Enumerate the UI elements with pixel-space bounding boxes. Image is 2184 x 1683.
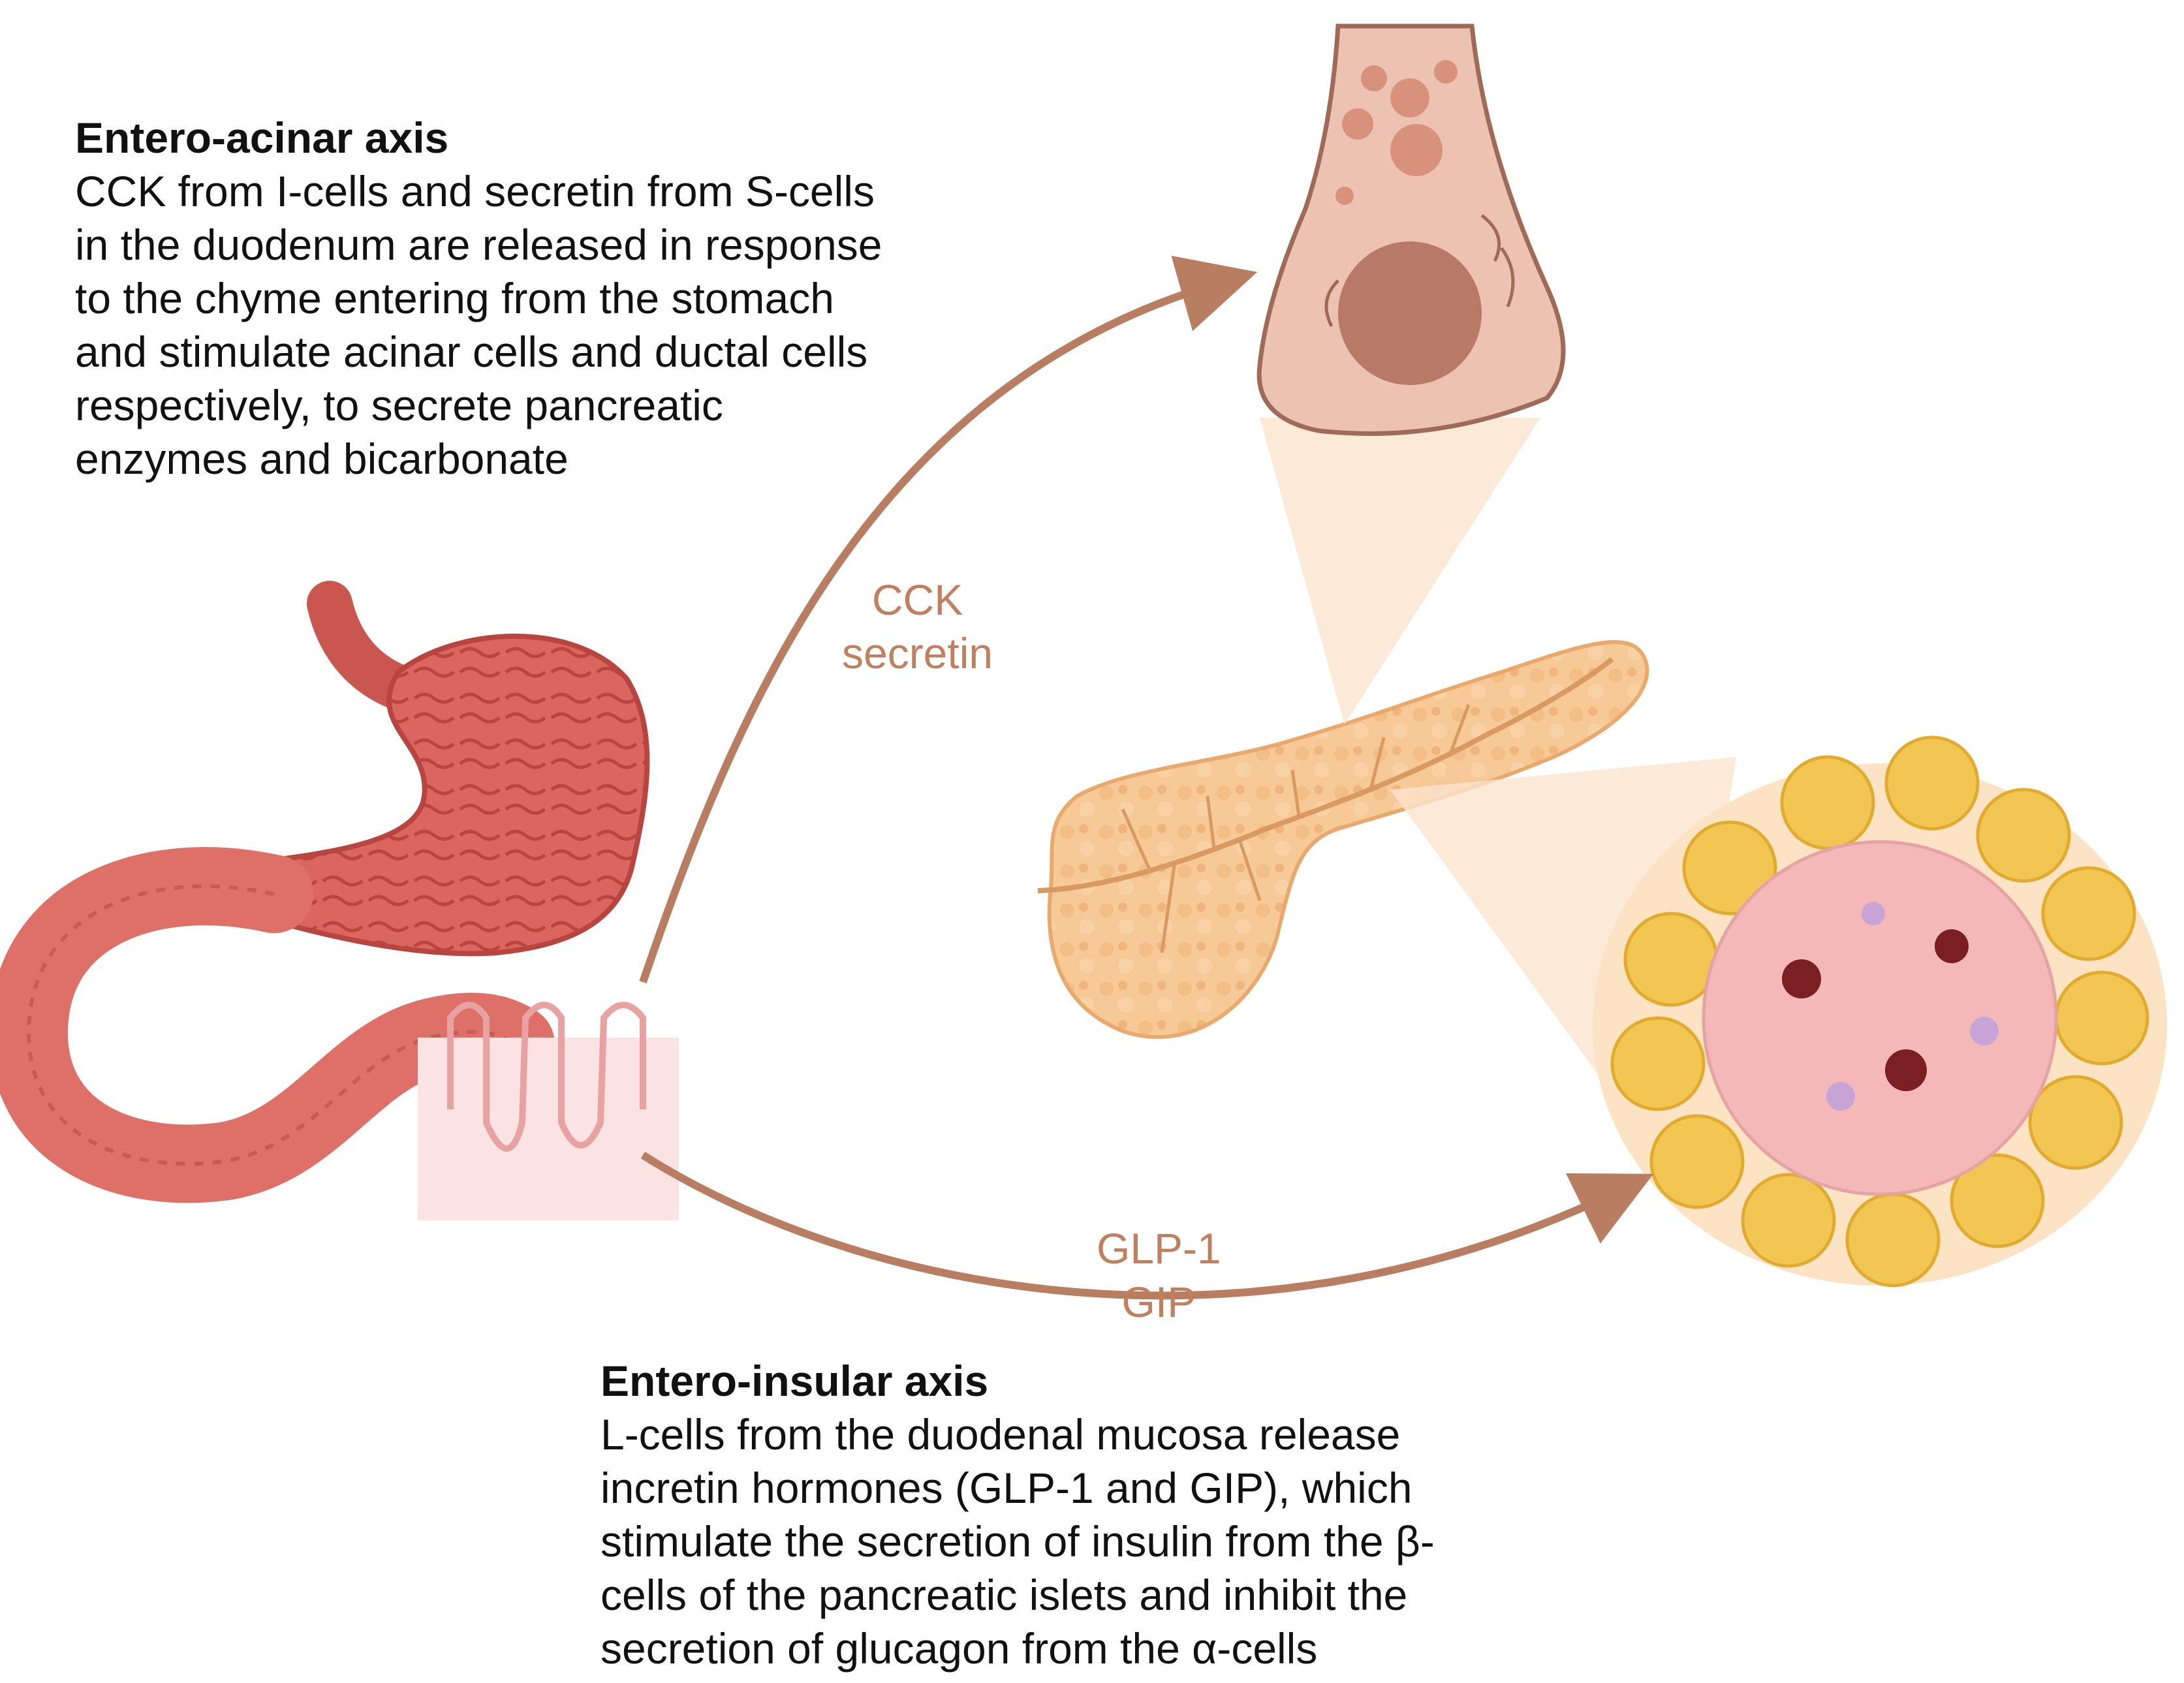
lower-arrow-labels: GLP-1 GIP bbox=[1097, 1222, 1221, 1329]
upper-arrow-labels: CCK secretin bbox=[842, 573, 993, 680]
entero-acinar-line: respectively, to secrete pancreatic bbox=[75, 381, 723, 429]
entero-acinar-line: CCK from I-cells and secretin from S-cel… bbox=[75, 167, 875, 215]
secretin-label: secretin bbox=[842, 629, 993, 677]
duodenal-villi-illustration bbox=[418, 1002, 679, 1220]
entero-insular-caption: Entero-insular axis L-cells from the duo… bbox=[601, 1354, 1435, 1675]
entero-insular-line: cells of the pancreatic islets and inhib… bbox=[601, 1571, 1408, 1619]
entero-acinar-line: and stimulate acinar cells and ductal ce… bbox=[75, 328, 868, 376]
entero-insular-heading: Entero-insular axis bbox=[601, 1357, 989, 1405]
entero-acinar-heading: Entero-acinar axis bbox=[75, 114, 449, 162]
entero-acinar-line: in the duodenum are released in response bbox=[75, 221, 882, 269]
pancreatic-islet-illustration bbox=[1593, 735, 2167, 1288]
acinar-cell-illustration bbox=[1256, 23, 1566, 436]
entero-insular-line: secretion of glucagon from the α-cells bbox=[601, 1624, 1318, 1673]
gip-label: GIP bbox=[1121, 1278, 1196, 1326]
acinar-zoom-cone bbox=[1260, 418, 1540, 724]
glp1-label: GLP-1 bbox=[1097, 1224, 1221, 1273]
upper-arrow bbox=[639, 255, 1258, 983]
acinus-ring bbox=[1610, 735, 2149, 1288]
entero-insular-line: incretin hormones (GLP-1 and GIP), which bbox=[601, 1464, 1412, 1512]
entero-acinar-line: enzymes and bicarbonate bbox=[75, 435, 569, 483]
entero-insular-line: L-cells from the duodenal mucosa release bbox=[601, 1410, 1401, 1459]
entero-acinar-caption: Entero-acinar axis CCK from I-cells and … bbox=[75, 111, 882, 486]
entero-insular-line: stimulate the secretion of insulin from … bbox=[601, 1517, 1435, 1566]
entero-acinar-line: to the chyme entering from the stomach bbox=[75, 274, 834, 322]
lower-arrow bbox=[640, 1151, 1654, 1300]
cck-label: CCK bbox=[871, 576, 963, 624]
